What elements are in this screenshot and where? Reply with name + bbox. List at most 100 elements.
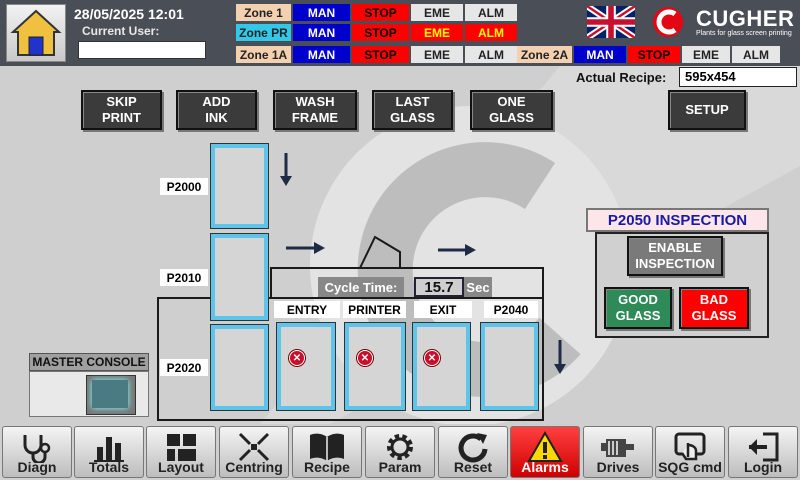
current-user-label: Current User:	[82, 24, 160, 38]
arrow-right-icon	[438, 244, 476, 256]
nav-label: Totals	[88, 459, 130, 475]
zone-stop-status: STOP	[352, 24, 409, 41]
error-x-icon: ✕	[357, 350, 373, 366]
station-p2020[interactable]	[210, 324, 269, 411]
nav-reset[interactable]: Reset	[438, 426, 508, 478]
zone-stop-status: STOP	[352, 46, 409, 63]
zone-label: Zone PR	[236, 24, 291, 41]
zone-man-status: MAN	[293, 4, 350, 21]
nav-label: Centring	[225, 459, 283, 475]
language-flag-uk-icon[interactable]	[585, 3, 637, 41]
nav-drives[interactable]: Drives	[583, 426, 653, 478]
drive-motor-icon	[601, 439, 634, 457]
cycle-time-value: 15.7	[414, 277, 464, 297]
warning-triangle-icon	[527, 431, 563, 462]
zone-1-row: Zone 1 MAN STOP EME ALM	[236, 4, 517, 21]
station-label-p2000: P2000	[160, 178, 208, 195]
skip-print-button[interactable]: SKIP PRINT	[81, 90, 162, 130]
arrow-right-icon	[286, 242, 325, 254]
nav-layout[interactable]: Layout	[146, 426, 216, 478]
station-label-printer: PRINTER	[343, 301, 406, 318]
zone-alm-status: ALM	[465, 4, 517, 21]
last-glass-button[interactable]: LAST GLASS	[372, 90, 453, 130]
stethoscope-icon	[23, 435, 51, 463]
arrow-down-icon	[280, 153, 292, 186]
logo-name: CUGHER	[696, 6, 795, 31]
nav-alarms[interactable]: Alarms	[510, 426, 580, 478]
zone-eme-status: EME	[411, 24, 463, 41]
zone-label: Zone 1A	[236, 46, 291, 63]
zone-1a-row: Zone 1A MAN STOP EME ALM	[236, 46, 517, 63]
nav-sqg-cmd[interactable]: SQG cmd	[655, 426, 725, 478]
login-door-icon	[749, 432, 779, 462]
home-icon	[10, 9, 62, 56]
station-label-p2010: P2010	[160, 269, 208, 286]
nav-label: Alarms	[521, 459, 569, 475]
one-glass-button[interactable]: ONE GLASS	[470, 90, 553, 130]
zone-alm-status: ALM	[465, 24, 517, 41]
error-x-icon: ✕	[289, 350, 305, 366]
recipe-value: 595x454	[679, 67, 797, 87]
logo-tagline: Plants for glass screen printing	[696, 30, 792, 37]
master-console-panel[interactable]	[29, 371, 149, 417]
station-label-p2020: P2020	[160, 359, 208, 376]
zone-man-status: MAN	[574, 46, 626, 63]
good-glass-button[interactable]: GOOD GLASS	[604, 287, 672, 329]
open-book-icon	[310, 433, 344, 461]
zone-stop-status: STOP	[352, 4, 409, 21]
recipe-label: Actual Recipe:	[576, 70, 667, 85]
zone-stop-status: STOP	[628, 46, 680, 63]
nav-label: Diagn	[17, 459, 57, 475]
error-x-icon: ✕	[424, 350, 440, 366]
station-entry[interactable]: ✕	[276, 322, 336, 411]
setup-button[interactable]: SETUP	[668, 90, 746, 130]
wash-frame-button[interactable]: WASH FRAME	[273, 90, 357, 130]
zone-alm-status: ALM	[732, 46, 780, 63]
current-user-field	[78, 41, 206, 59]
nav-label: Login	[743, 459, 783, 475]
cugher-logo: CUGHER Plants for glass screen printing	[650, 6, 800, 38]
zone-man-status: MAN	[293, 46, 350, 63]
centring-arrows-icon	[238, 432, 270, 462]
nav-label: Recipe	[304, 459, 350, 475]
bad-glass-button[interactable]: BAD GLASS	[679, 287, 749, 329]
zone-label: Zone 1	[236, 4, 291, 21]
nav-param[interactable]: Param	[365, 426, 435, 478]
enable-inspection-button[interactable]: ENABLE INSPECTION	[627, 236, 723, 276]
zone-alm-status: ALM	[465, 46, 517, 63]
arrow-down-icon	[554, 340, 566, 374]
console-screen-icon	[86, 375, 136, 415]
cugher-logo-icon	[653, 7, 683, 37]
zone-pr-row: Zone PR MAN STOP EME ALM	[236, 24, 517, 41]
gear-icon	[387, 434, 413, 460]
cycle-time-unit: Sec	[464, 277, 492, 297]
layout-grid-icon	[167, 434, 196, 461]
nav-totals[interactable]: Totals	[74, 426, 144, 478]
zone-eme-status: EME	[682, 46, 730, 63]
station-p2000[interactable]	[210, 143, 269, 229]
master-console-label: MASTER CONSOLE	[29, 353, 149, 371]
nav-centring[interactable]: Centring	[219, 426, 289, 478]
station-p2010[interactable]	[210, 233, 269, 321]
station-label-entry: ENTRY	[274, 301, 340, 318]
zone-label: Zone 2A	[517, 46, 572, 63]
station-exit[interactable]: ✕	[412, 322, 471, 411]
nav-recipe[interactable]: Recipe	[292, 426, 362, 478]
nav-login[interactable]: Login	[728, 426, 798, 478]
zone-2a-row: Zone 2A MAN STOP EME ALM	[517, 46, 780, 63]
nav-diagn[interactable]: Diagn	[2, 426, 72, 478]
station-label-p2040: P2040	[484, 301, 538, 318]
add-ink-button[interactable]: ADD INK	[176, 90, 257, 130]
bottom-nav: Diagn Totals Layout Centring Recipe Para…	[0, 424, 800, 480]
bar-chart-icon	[94, 437, 124, 462]
zone-eme-status: EME	[411, 46, 463, 63]
datetime: 28/05/2025 12:01	[74, 6, 184, 22]
cycle-time-label: Cycle Time:	[318, 277, 404, 297]
station-label-exit: EXIT	[414, 301, 472, 318]
home-button[interactable]	[6, 4, 66, 62]
station-p2040[interactable]	[480, 322, 539, 411]
station-printer[interactable]: ✕	[344, 322, 406, 411]
inspection-title: P2050 INSPECTION	[586, 208, 769, 232]
nav-label: SQG cmd	[658, 459, 722, 475]
